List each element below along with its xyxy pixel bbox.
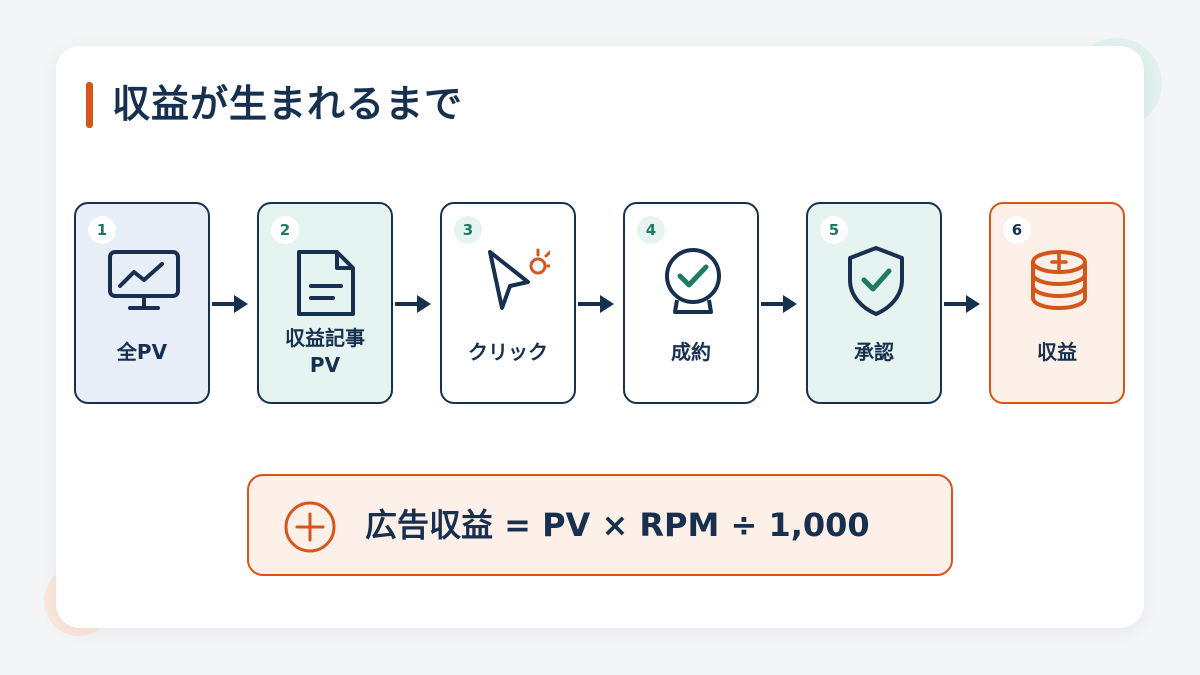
- flow-step-revenue: 6 収益: [989, 202, 1125, 404]
- formula-text: 広告収益 = PV × RPM ÷ 1,000: [365, 506, 870, 544]
- step-label: 収益: [1037, 339, 1077, 364]
- coins-icon: [1031, 250, 1087, 311]
- flow-step-all-pv: 1 全PV: [74, 202, 210, 404]
- shield-check-icon: [848, 246, 904, 316]
- arrow-right-icon: [212, 295, 248, 313]
- title-accent-bar: [86, 82, 93, 128]
- step-label: 成約: [671, 339, 711, 364]
- flow-step-conversion: 4 成約: [623, 202, 759, 404]
- step-label: クリック: [468, 339, 548, 364]
- flow-step-click: 3 クリック: [440, 202, 576, 404]
- flow-step-revenue-article-pv: 2 収益記事 PV: [257, 202, 393, 404]
- page-title: 収益が生まれるまで: [112, 82, 464, 126]
- monitor-chart-icon: [108, 250, 180, 310]
- step-label: 全PV: [116, 339, 168, 364]
- flow-step-approval: 5 承認: [806, 202, 942, 404]
- step-number-badge: 5: [820, 216, 848, 244]
- formula-box: 広告収益 = PV × RPM ÷ 1,000: [247, 474, 953, 576]
- arrow-right-icon: [578, 295, 614, 313]
- check-badge-icon: [665, 248, 721, 314]
- step-number-badge: 6: [1003, 216, 1031, 244]
- arrow-right-icon: [761, 295, 797, 313]
- step-number-badge: 4: [637, 216, 665, 244]
- step-number-badge: 3: [454, 216, 482, 244]
- plus-circle-icon: [284, 501, 336, 553]
- step-number-badge: 1: [88, 216, 116, 244]
- cursor-click-icon: [488, 248, 550, 310]
- step-number-badge: 2: [271, 216, 299, 244]
- step-label: 承認: [854, 339, 894, 364]
- document-icon: [297, 250, 355, 316]
- step-label: 収益記事 PV: [285, 326, 365, 377]
- arrow-right-icon: [395, 295, 431, 313]
- arrow-right-icon: [944, 295, 980, 313]
